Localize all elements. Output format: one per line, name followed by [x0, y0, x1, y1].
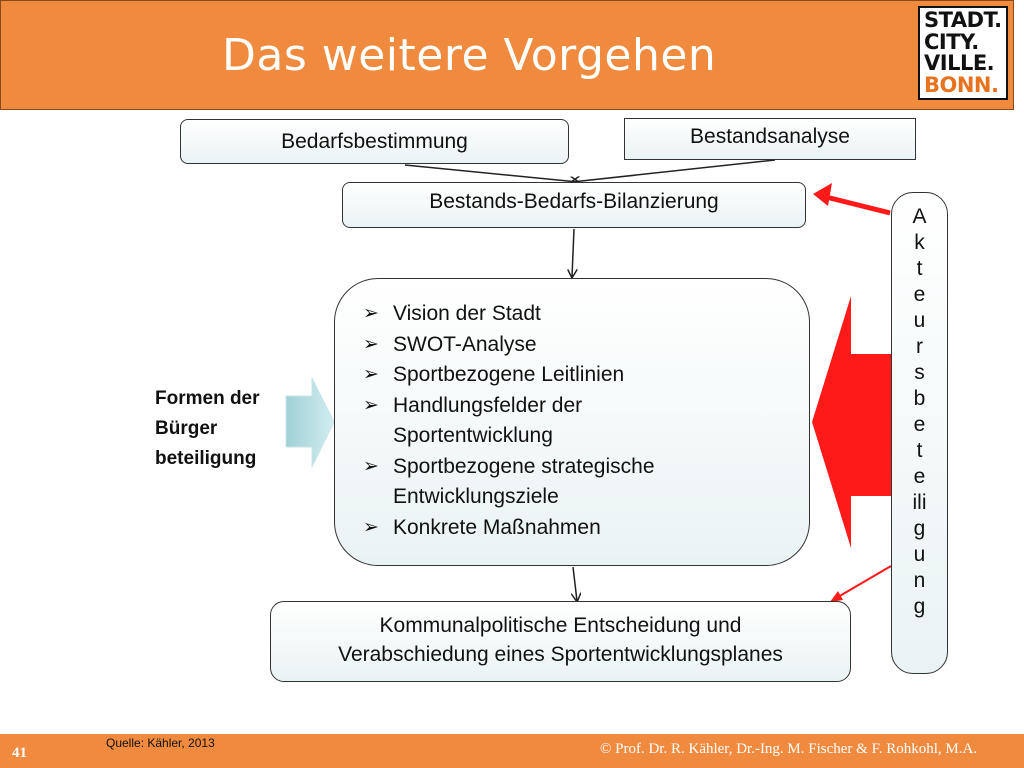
logo-line: STADT. — [924, 8, 1002, 32]
connector-bilanz-to-main — [572, 228, 574, 277]
arrow-bullet-icon: ➢ — [363, 394, 379, 416]
arrow-bullet-icon: ➢ — [363, 303, 379, 324]
arrow-bullet-icon: ➢ — [363, 455, 379, 477]
red-arrow-to-kommunal — [837, 565, 892, 598]
vertical-letter: b — [913, 387, 926, 410]
formen-der-buergerbeteiligung-label: Formen der Bürger beteiligung — [155, 384, 260, 474]
red-arrow-to-bilanz — [825, 194, 891, 216]
vertical-letter: ili — [912, 491, 927, 514]
vertical-letter: A — [912, 205, 927, 228]
vertical-letter: u — [913, 543, 926, 566]
slide-footer — [0, 734, 1024, 768]
box-bilanzierung: Bestands-Bedarfs-Bilanzierung — [342, 182, 806, 228]
connector-bedarf-to-bilanz — [404, 164, 578, 182]
list-item-text: Sportbezogene strategische Entwicklungsz… — [393, 454, 655, 509]
red-arrowhead-bilanz — [813, 183, 832, 206]
list-item: ➢ Vision der Stadt — [363, 299, 809, 330]
kommunal-text-line: Kommunalpolitische Entscheidung und — [379, 613, 742, 637]
vertical-letter: s — [914, 361, 925, 384]
vertical-letter: g — [913, 517, 926, 540]
logo-line: BONN. — [924, 72, 999, 97]
formen-text-line: Formen der — [155, 388, 260, 409]
akteursbeteiligung-label: A k t e u r s b e t e ili g u n g — [891, 204, 948, 620]
box-planning-steps: ➢ Vision der Stadt ➢ SWOT-Analyse ➢ Sportbe… — [334, 278, 810, 566]
box-akteursbeteiligung — [891, 192, 948, 674]
box-bedarfsbestimmung: Bedarfsbestimmung — [180, 119, 569, 164]
vertical-letter: g — [913, 595, 926, 618]
planning-steps-list: ➢ Vision der Stadt ➢ SWOT-Analyse ➢ Sportbe… — [363, 299, 809, 543]
red-arrowhead-kommunal — [830, 591, 843, 602]
vertical-letter: t — [916, 439, 923, 462]
list-item: ➢ Konkrete Maßnahmen — [363, 513, 809, 544]
page-number: 41 — [12, 745, 27, 761]
box-bestandsanalyse: Bestandsanalyse — [624, 118, 916, 160]
vertical-letter: e — [913, 413, 926, 436]
source-citation: Quelle: Kähler, 2013 — [106, 736, 215, 750]
arrow-bullet-icon: ➢ — [363, 333, 379, 355]
list-item-text: Vision der Stadt — [393, 302, 541, 325]
vertical-letter: u — [913, 309, 926, 332]
list-item-text: Sportbezogene Leitlinien — [393, 363, 625, 386]
vertical-letter: k — [914, 231, 925, 254]
vertical-letter: e — [913, 283, 926, 306]
logo-line: VILLE. — [924, 51, 995, 75]
arrow-bullet-icon: ➢ — [363, 516, 379, 538]
slide-header — [0, 0, 1014, 110]
page-title: Das weitere Vorgehen — [222, 30, 717, 81]
copyright-notice: © Prof. Dr. R. Kähler, Dr.-Ing. M. Fisch… — [600, 741, 978, 757]
vertical-letter: t — [916, 257, 923, 280]
connector-main-to-kommunal — [573, 566, 577, 601]
list-item: ➢ Sportbezogene strategische Entwicklungs… — [363, 452, 743, 513]
formen-text-line: beteiligung — [155, 448, 257, 469]
list-item-text: Konkrete Maßnahmen — [393, 515, 601, 539]
vertical-letter: e — [913, 465, 926, 488]
arrow-bullet-icon: ➢ — [363, 364, 379, 385]
box-kommunalpolitische-entscheidung: Kommunalpolitische Entscheidung und Vera… — [270, 601, 851, 682]
akteursbeteiligung-block-arrow — [812, 296, 891, 548]
formen-text-line: Bürger — [155, 418, 218, 439]
list-item: ➢ Handlungsfelder der Sportentwicklung — [363, 391, 653, 452]
connector-bestand-to-bilanz — [572, 159, 776, 182]
list-item-text: Handlungsfelder der Sportentwicklung — [393, 393, 583, 448]
list-item-text: SWOT-Analyse — [393, 332, 537, 356]
buergerbeteiligung-arrow — [285, 377, 335, 468]
kommunal-text-line: Verabschiedung eines Sportentwicklungspl… — [338, 642, 783, 666]
list-item: ➢ Sportbezogene Leitlinien — [363, 360, 809, 391]
city-logo: STADT. CITY. VILLE. BONN. — [918, 6, 1008, 100]
vertical-letter: r — [916, 335, 923, 358]
list-item: ➢ SWOT-Analyse — [363, 330, 809, 361]
logo-line: CITY. — [924, 29, 979, 54]
vertical-letter: n — [913, 569, 926, 592]
